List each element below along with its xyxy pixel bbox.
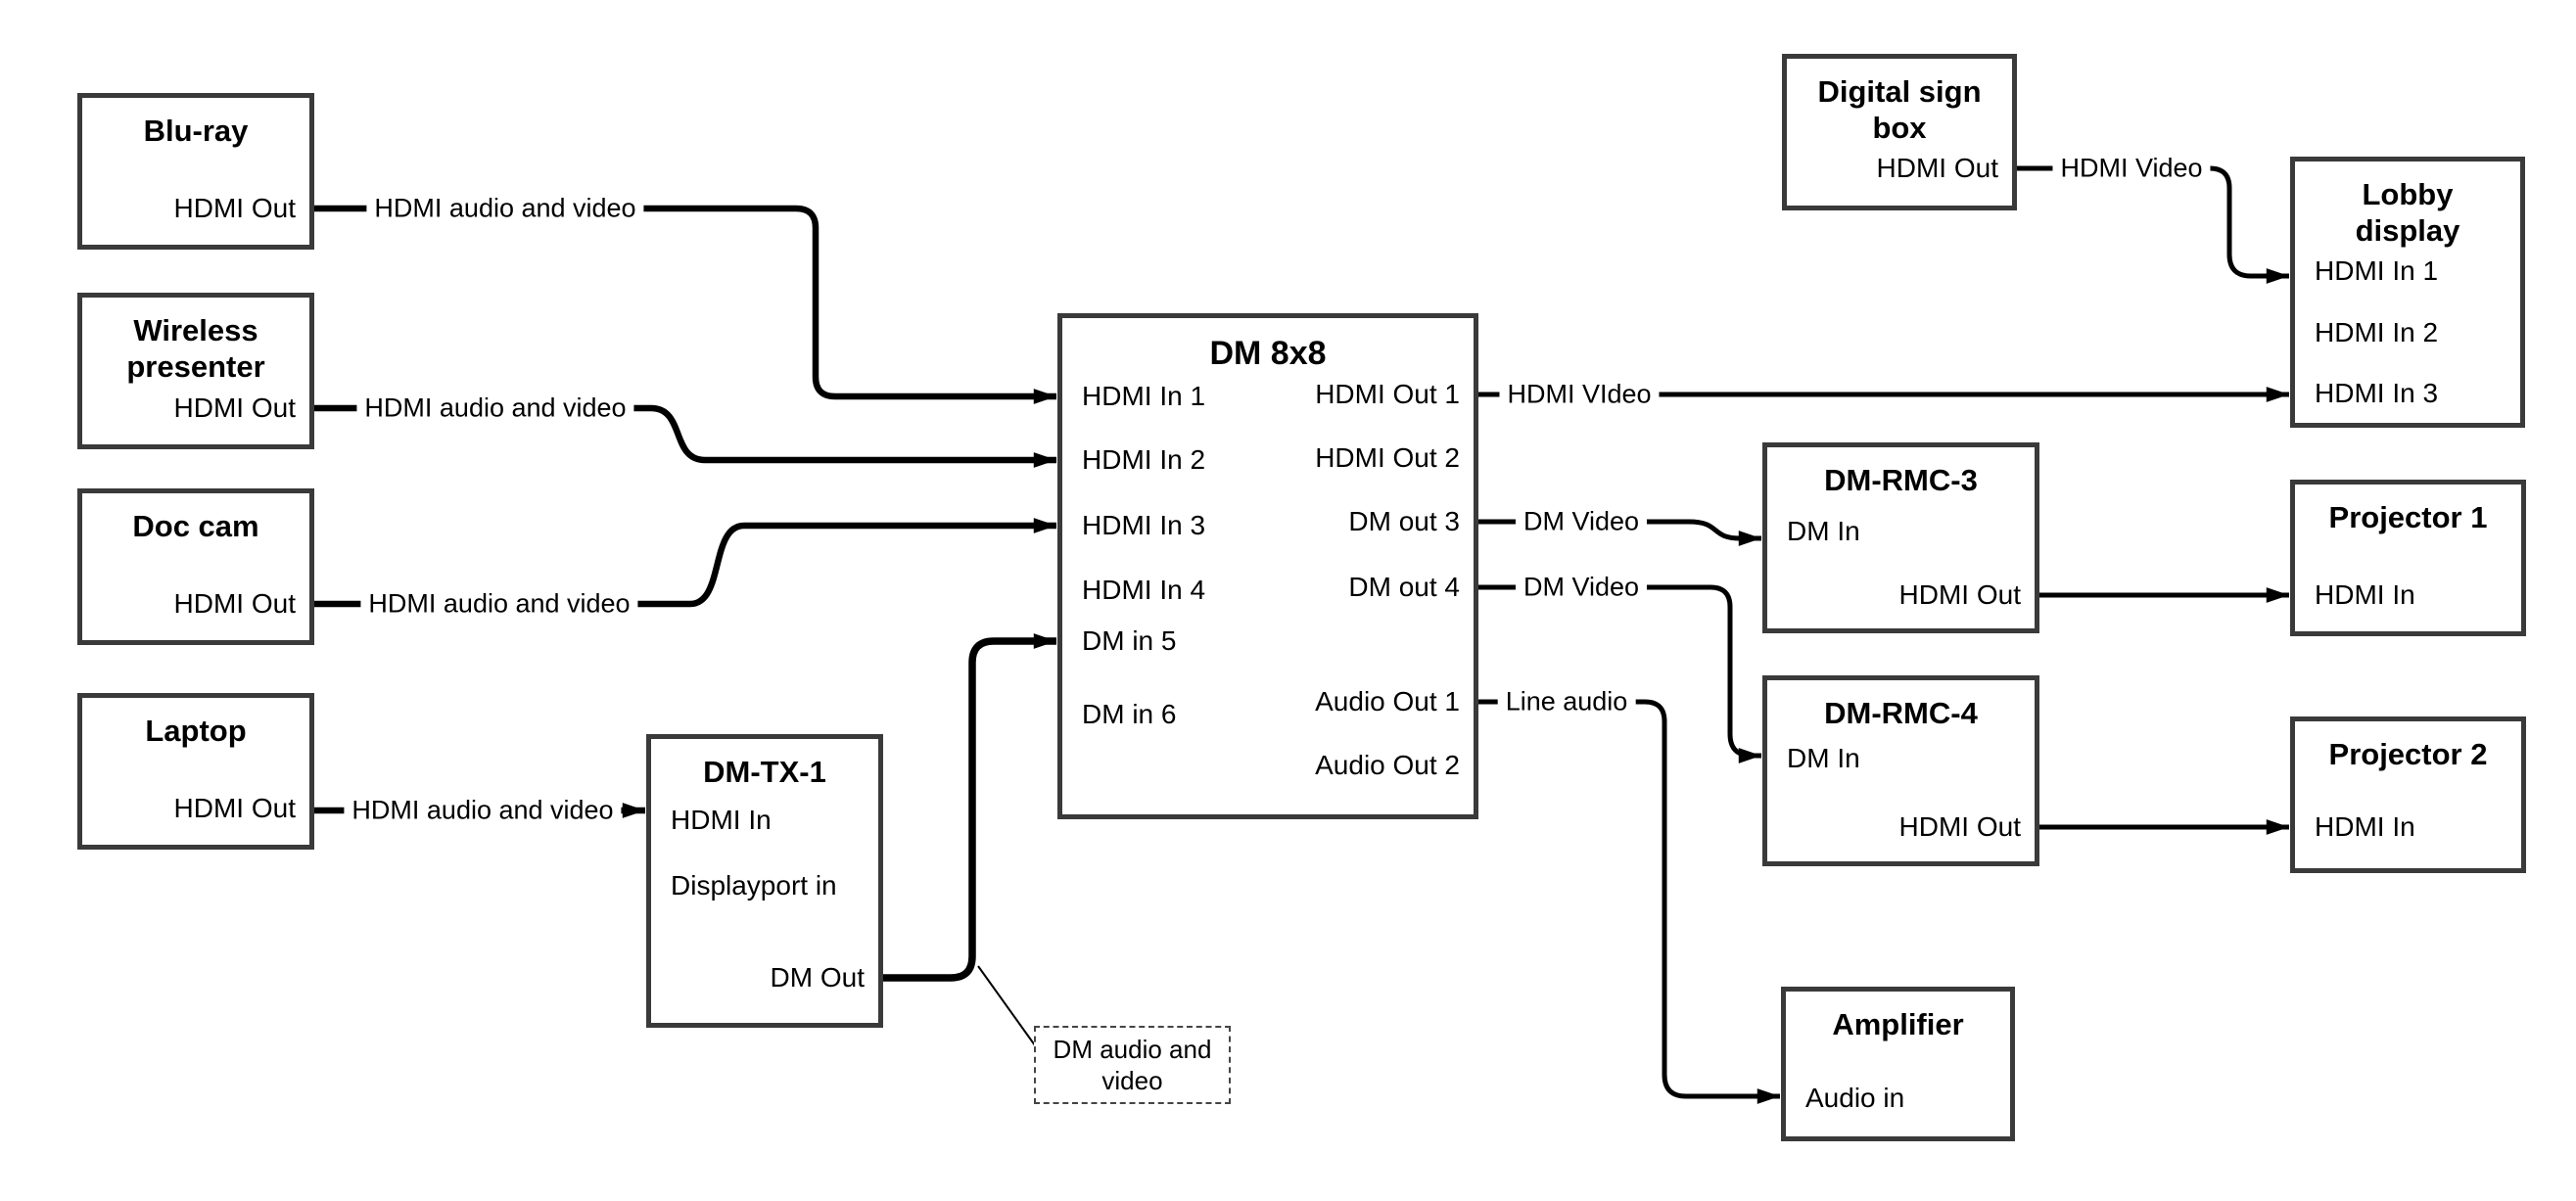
port-dm-8x8-dm-in-6: DM in 6 <box>1082 699 1177 729</box>
node-title-wireless-presenter: Wireless presenter <box>126 313 265 384</box>
edge-note-leader <box>977 965 1036 1046</box>
edge-doccam-to-dm8x8-in3 <box>314 518 1056 608</box>
label-line-audio: Line audio <box>1497 684 1636 719</box>
note-dm-audio-and-video: DM audio and video <box>1034 1026 1231 1104</box>
edge-dm8x8-out4-to-dmrmc4 <box>1478 584 1761 763</box>
edge-wireless-to-dm8x8-in2 <box>314 404 1056 468</box>
node-title-digital-sign-box: Digital sign box <box>1817 74 1982 145</box>
port-dm-8x8-hdmi-out-1: HDMI Out 1 <box>1315 379 1460 409</box>
node-title-dm-tx-1: DM-TX-1 <box>703 755 826 789</box>
edge-bluray-to-dm8x8-in1 <box>314 205 1056 404</box>
node-projector-1: Projector 1 HDMI In <box>2290 480 2526 636</box>
port-dm-tx-1-displayport-in: Displayport in <box>671 870 837 901</box>
port-dm-rmc-3-hdmi-out: HDMI Out <box>1898 579 2021 610</box>
port-dm-rmc-3-dm-in: DM In <box>1787 516 1860 546</box>
label-hdmi-video-out1: HDMI VIdeo <box>1499 377 1660 412</box>
port-lobby-display-hdmi-in-3: HDMI In 3 <box>2315 378 2439 408</box>
node-title-doc-cam: Doc cam <box>132 509 259 543</box>
port-dm-8x8-audio-out-1: Audio Out 1 <box>1315 686 1460 716</box>
port-blu-ray-hdmi-out: HDMI Out <box>173 193 296 223</box>
node-title-dm-rmc-3: DM-RMC-3 <box>1824 463 1978 497</box>
label-doccam: HDMI audio and video <box>360 586 638 622</box>
port-dm-8x8-hdmi-in-3: HDMI In 3 <box>1082 510 1206 540</box>
port-projector-2-hdmi-in: HDMI In <box>2315 811 2415 842</box>
node-title-blu-ray: Blu-ray <box>143 114 249 148</box>
node-title-projector-1: Projector 1 <box>2328 500 2488 534</box>
port-lobby-display-hdmi-in-2: HDMI In 2 <box>2315 317 2439 347</box>
port-dm-tx-1-dm-out: DM Out <box>770 962 865 993</box>
port-digital-sign-box-hdmi-out: HDMI Out <box>1876 153 1998 183</box>
port-amplifier-audio-in: Audio in <box>1805 1083 1905 1113</box>
label-bluray: HDMI audio and video <box>366 191 644 226</box>
node-title-lobby-display: Lobby display <box>2355 177 2460 248</box>
port-dm-8x8-hdmi-in-4: HDMI In 4 <box>1082 575 1206 605</box>
node-projector-2: Projector 2 HDMI In <box>2290 716 2526 873</box>
node-title-dm-8x8: DM 8x8 <box>1209 335 1327 372</box>
label-laptop: HDMI audio and video <box>344 793 622 828</box>
port-dm-8x8-dm-out-4: DM out 4 <box>1348 572 1460 602</box>
port-dm-8x8-hdmi-out-2: HDMI Out 2 <box>1315 442 1460 473</box>
node-title-amplifier: Amplifier <box>1832 1007 1964 1041</box>
edge-sign-to-lobby-in1 <box>2015 165 2289 284</box>
port-projector-1-hdmi-in: HDMI In <box>2315 579 2415 610</box>
port-laptop-hdmi-out: HDMI Out <box>173 793 296 823</box>
label-hdmi-video-sign: HDMI Video <box>2052 151 2211 186</box>
port-doc-cam-hdmi-out: HDMI Out <box>173 588 296 619</box>
port-dm-rmc-4-hdmi-out: HDMI Out <box>1898 811 2021 842</box>
edge-dmtx1-to-dm8x8-in5 <box>883 633 1056 982</box>
node-title-projector-2: Projector 2 <box>2328 737 2488 771</box>
edge-dm8x8-out3-to-dmrmc3 <box>1478 519 1761 546</box>
node-title-laptop: Laptop <box>145 714 247 748</box>
port-wireless-presenter-hdmi-out: HDMI Out <box>173 393 296 423</box>
edge-dm8x8-audio1-to-amplifier <box>1478 699 1780 1104</box>
label-dm-video-4: DM Video <box>1515 570 1648 605</box>
node-dm-rmc-3: DM-RMC-3 DM In HDMI Out <box>1762 442 2039 633</box>
node-title-dm-rmc-4: DM-RMC-4 <box>1824 696 1978 730</box>
label-wireless: HDMI audio and video <box>356 391 634 426</box>
port-dm-8x8-audio-out-2: Audio Out 2 <box>1315 750 1460 780</box>
port-dm-tx-1-hdmi-in: HDMI In <box>671 805 772 835</box>
port-dm-8x8-dm-out-3: DM out 3 <box>1348 506 1460 536</box>
label-dm-video-3: DM Video <box>1515 504 1648 539</box>
port-dm-8x8-hdmi-in-2: HDMI In 2 <box>1082 444 1206 475</box>
port-lobby-display-hdmi-in-1: HDMI In 1 <box>2315 255 2439 286</box>
port-dm-8x8-hdmi-in-1: HDMI In 1 <box>1082 381 1206 411</box>
node-dm-rmc-4: DM-RMC-4 DM In HDMI Out <box>1762 675 2039 866</box>
port-dm-rmc-4-dm-in: DM In <box>1787 743 1860 773</box>
port-dm-8x8-dm-in-5: DM in 5 <box>1082 625 1177 656</box>
